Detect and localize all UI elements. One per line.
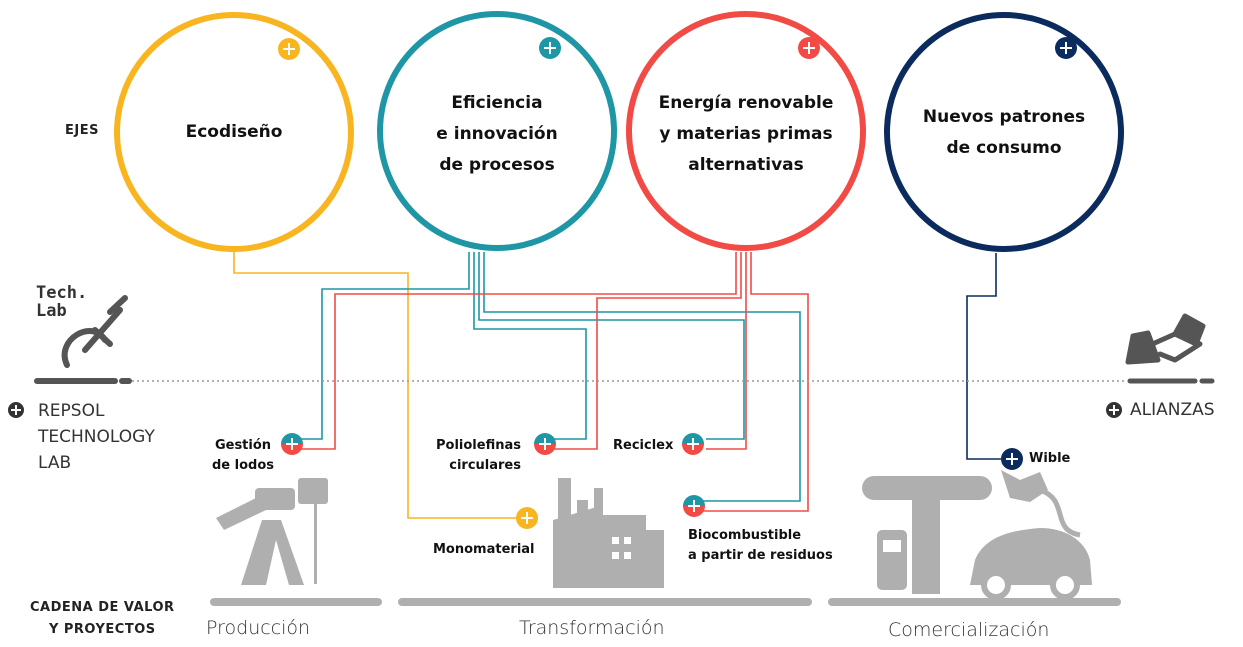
pump-jack-icon [210, 478, 382, 606]
axis-circle-eficiencia [377, 11, 617, 251]
plus-icon[interactable] [539, 37, 561, 59]
stage-label-comercializacion: Comercialización [888, 619, 1050, 641]
project-label-wible[interactable]: Wible [1029, 451, 1071, 466]
connector-ecodiseno-monomaterial [233, 252, 522, 519]
axis-circle-nuevos [884, 12, 1124, 252]
link-line: LAB [38, 453, 72, 473]
plus-icon[interactable] [798, 37, 820, 59]
connector-eficiencia-gestion [293, 252, 470, 440]
axis-title-line: alternativas [688, 155, 804, 175]
alianzas-link[interactable]: ALIANZAS [1130, 400, 1215, 420]
cadena-caption: CADENA DE VALOR Y PROYECTOS [30, 597, 175, 641]
connector-nuevos-wible [966, 253, 1004, 460]
axis-title-ecodiseno[interactable]: Ecodiseño [134, 117, 334, 148]
axis-title-line: Energía renovable [658, 93, 834, 113]
node-gestion[interactable] [281, 433, 303, 455]
project-label-poliolefinas[interactable]: Poliolefinas circulares [436, 436, 521, 476]
link-line: REPSOL [38, 401, 105, 421]
axis-title-line: Nuevos patrones [922, 107, 1086, 127]
node-wible[interactable] [1001, 448, 1023, 470]
connector-energia-poliolefinas [553, 252, 742, 450]
connector-energia-gestion [293, 252, 737, 450]
axis-title-line: de consumo [946, 138, 1062, 158]
connector-energia-reciclex [706, 252, 747, 450]
project-label-line: Poliolefinas [436, 438, 521, 453]
techlab-logo-text: Tech. Lab [36, 283, 88, 321]
axis-title-nuevos[interactable]: Nuevos patrones de consumo [894, 102, 1114, 164]
axis-title-line: de procesos [439, 155, 555, 175]
axis-circle-ecodiseno [114, 12, 354, 252]
factory-icon [398, 478, 812, 606]
axis-title-line: Ecodiseño [185, 122, 283, 142]
project-label-gestion[interactable]: Gestión de lodos [212, 436, 274, 476]
node-biocombustible[interactable] [683, 495, 705, 517]
project-label-line: Biocombustible [688, 528, 802, 543]
axis-title-line: e innovación [436, 124, 558, 144]
connector-energia-biocombustible [703, 252, 809, 512]
techlab-microscope-icon [34, 295, 132, 384]
fuel-station-icon [828, 470, 1121, 606]
handshake-icon [1125, 313, 1215, 384]
node-monomaterial[interactable] [516, 507, 538, 529]
connector-lines [233, 252, 1004, 519]
project-label-line: de lodos [212, 458, 275, 473]
plus-icon[interactable] [8, 402, 24, 418]
ejes-caption: EJES [65, 123, 99, 138]
stage-label-transformacion: Transformación [519, 617, 665, 639]
connector-eficiencia-biocombustible [483, 252, 801, 502]
project-label-line: Gestión [214, 438, 272, 453]
cadena-caption-line1: CADENA DE VALOR [30, 600, 175, 615]
axis-title-line: y materias primas [659, 124, 833, 144]
project-label-line: circulares [449, 458, 521, 473]
connector-eficiencia-reciclex [478, 252, 745, 440]
plus-badges [278, 37, 1077, 60]
plus-icon[interactable] [1055, 37, 1077, 59]
cadena-caption-line2: Y PROYECTOS [48, 622, 156, 637]
axis-title-energia[interactable]: Energía renovable y materias primas alte… [636, 88, 856, 181]
link-line: TECHNOLOGY [38, 427, 155, 447]
node-poliolefinas[interactable] [534, 433, 556, 455]
node-reciclex[interactable] [682, 433, 704, 455]
axis-title-eficiencia[interactable]: Eficiencia e innovación de procesos [397, 88, 597, 181]
project-label-monomaterial[interactable]: Monomaterial [433, 542, 535, 557]
project-label-reciclex[interactable]: Reciclex [613, 438, 674, 453]
plus-icon[interactable] [278, 38, 300, 60]
repsol-technology-lab-link[interactable]: REPSOL TECHNOLOGY LAB [38, 398, 155, 476]
stage-label-produccion: Producción [206, 617, 311, 639]
project-label-line: a partir de residuos [688, 548, 833, 563]
axis-circle-energia [626, 11, 866, 251]
connector-eficiencia-poliolefinas [473, 252, 587, 440]
project-nodes [281, 433, 1023, 529]
axis-title-line: Eficiencia [451, 93, 543, 113]
plus-icon[interactable] [1106, 402, 1122, 418]
axis-circles [114, 11, 1124, 252]
project-label-biocombustible[interactable]: Biocombustible a partir de residuos [688, 526, 833, 566]
